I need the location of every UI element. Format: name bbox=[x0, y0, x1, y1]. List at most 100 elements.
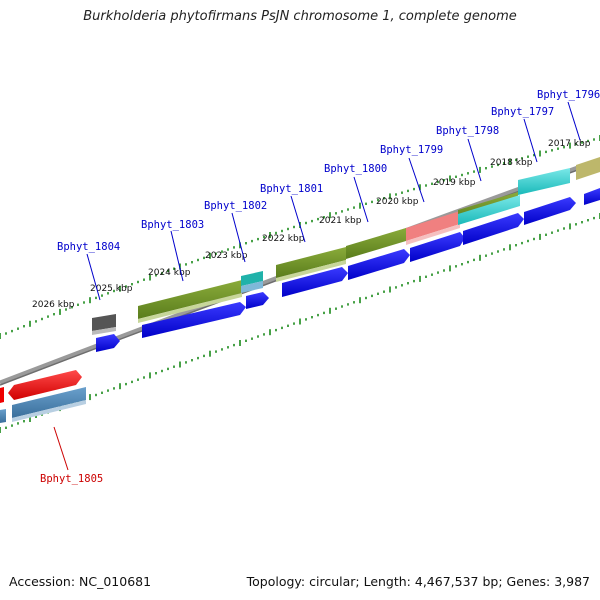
locus-leaders bbox=[53, 101, 581, 471]
tick-mark bbox=[107, 389, 109, 392]
tick-mark bbox=[467, 260, 469, 264]
tick-mark bbox=[407, 189, 409, 193]
gene-feature[interactable] bbox=[0, 409, 6, 423]
tick-mark bbox=[317, 313, 319, 317]
gene-feature[interactable] bbox=[92, 314, 116, 331]
tick-mark bbox=[197, 356, 199, 360]
tick-mark bbox=[299, 318, 301, 325]
tick-mark bbox=[353, 301, 355, 304]
tick-mark bbox=[581, 221, 583, 224]
gene-arrow[interactable] bbox=[524, 197, 576, 225]
tick-mark bbox=[521, 241, 523, 245]
kbp-labels: 2017 kbp 2018 kbp 2019 kbp 2020 kbp 2021… bbox=[32, 139, 591, 310]
tick-mark bbox=[587, 139, 589, 143]
gene-feature[interactable] bbox=[0, 387, 4, 403]
tick-mark bbox=[437, 180, 439, 184]
locus-label[interactable]: Bphyt_1799 bbox=[380, 144, 443, 156]
kbp-label: 2021 kbp bbox=[319, 216, 362, 226]
tick-mark bbox=[23, 325, 25, 328]
tick-mark bbox=[449, 265, 451, 272]
tick-mark bbox=[527, 239, 529, 243]
tick-mark bbox=[395, 193, 397, 196]
tick-mark bbox=[35, 320, 37, 323]
gene-arrow[interactable] bbox=[246, 292, 269, 309]
tick-mark bbox=[383, 290, 385, 293]
gene-arrow[interactable] bbox=[348, 249, 410, 280]
tick-mark bbox=[545, 233, 547, 236]
tick-mark bbox=[437, 271, 439, 274]
gene-feature[interactable] bbox=[458, 195, 520, 225]
tick-mark bbox=[431, 182, 433, 185]
gene-feature[interactable] bbox=[576, 157, 600, 180]
tick-mark bbox=[359, 202, 361, 209]
tick-mark bbox=[467, 172, 469, 175]
tick-mark bbox=[401, 284, 403, 287]
gene-feature[interactable] bbox=[12, 387, 86, 418]
gene-feature[interactable] bbox=[8, 370, 82, 400]
kbp-label: 2022 kbp bbox=[262, 234, 305, 244]
tick-mark bbox=[11, 424, 13, 427]
gene-arrow[interactable] bbox=[96, 334, 120, 352]
gene-shadow bbox=[138, 293, 242, 323]
tick-mark bbox=[503, 248, 505, 251]
gene-arrow[interactable] bbox=[410, 232, 465, 262]
tick-mark bbox=[65, 308, 67, 311]
locus-label[interactable]: Bphyt_1804 bbox=[57, 241, 120, 253]
tick-mark bbox=[377, 198, 379, 202]
tick-mark bbox=[551, 231, 553, 234]
tick-mark bbox=[0, 333, 1, 339]
tick-mark bbox=[209, 252, 211, 259]
locus-label[interactable]: Bphyt_1801 bbox=[260, 183, 323, 195]
tick-mark bbox=[335, 212, 337, 215]
gene-feature[interactable] bbox=[138, 280, 242, 319]
tick-mark bbox=[569, 223, 571, 230]
tick-mark bbox=[227, 346, 229, 349]
tick-mark bbox=[563, 227, 565, 230]
locus-label[interactable]: Bphyt_1802 bbox=[204, 200, 267, 212]
tick-mark bbox=[263, 333, 265, 336]
gene-feature[interactable] bbox=[346, 228, 406, 259]
gene-arrow[interactable] bbox=[142, 302, 246, 338]
gene-shadow bbox=[276, 260, 346, 282]
tick-mark bbox=[569, 142, 571, 149]
tick-mark bbox=[533, 237, 535, 241]
tick-mark bbox=[503, 162, 505, 165]
gene-arrow[interactable] bbox=[282, 267, 348, 297]
tick-mark bbox=[239, 340, 241, 346]
gene-arrow[interactable] bbox=[463, 213, 524, 245]
gene-feature[interactable] bbox=[276, 247, 346, 278]
tick-mark bbox=[515, 158, 517, 162]
tick-mark bbox=[95, 296, 97, 300]
tick-mark bbox=[419, 275, 421, 282]
gene-row-upper-blue bbox=[96, 188, 600, 352]
tick-mark bbox=[23, 420, 25, 423]
locus-label[interactable]: Bphyt_1796 bbox=[537, 89, 600, 101]
tick-mark bbox=[509, 158, 511, 165]
tick-mark bbox=[329, 307, 331, 314]
tick-mark bbox=[395, 286, 397, 289]
gene-feature[interactable] bbox=[406, 211, 460, 241]
gene-arrow[interactable] bbox=[584, 188, 600, 205]
tick-mark bbox=[563, 146, 565, 149]
tick-mark bbox=[95, 393, 97, 397]
tick-mark bbox=[329, 212, 331, 219]
tick-mark bbox=[53, 313, 55, 316]
gene-feature[interactable] bbox=[241, 281, 263, 293]
gene-feature[interactable] bbox=[518, 168, 570, 195]
tick-mark bbox=[101, 391, 103, 394]
tick-mark bbox=[215, 350, 217, 353]
tick-mark bbox=[233, 343, 235, 347]
tick-mark bbox=[527, 155, 529, 158]
tick-mark bbox=[593, 216, 595, 220]
locus-label[interactable]: Bphyt_1805 bbox=[40, 473, 103, 485]
tick-mark bbox=[0, 427, 1, 433]
genome-summary-text: Topology: circular; Length: 4,467,537 bp… bbox=[246, 574, 590, 589]
locus-label[interactable]: Bphyt_1803 bbox=[141, 219, 204, 231]
tick-mark bbox=[365, 296, 367, 300]
tick-mark bbox=[509, 244, 511, 251]
tick-mark bbox=[107, 292, 109, 295]
locus-label[interactable]: Bphyt_1797 bbox=[491, 106, 554, 118]
locus-label[interactable]: Bphyt_1800 bbox=[324, 163, 387, 175]
tick-mark bbox=[371, 294, 373, 298]
locus-label[interactable]: Bphyt_1798 bbox=[436, 125, 499, 137]
